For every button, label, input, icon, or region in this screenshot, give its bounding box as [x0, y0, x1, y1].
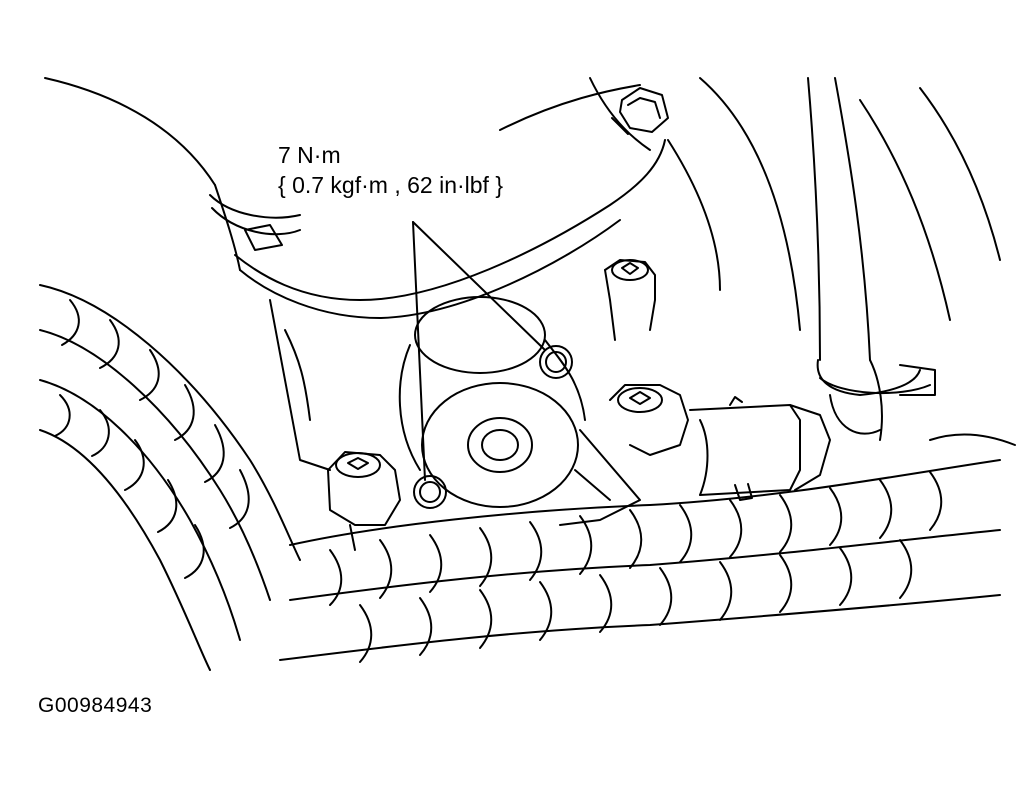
- mounting-post-upper: [605, 260, 655, 340]
- wire-harness: [40, 285, 300, 670]
- intake-hose: [45, 78, 300, 270]
- upper-bolt: [612, 88, 668, 134]
- throttle-body-housing: [235, 78, 665, 470]
- corrugated-hose: [280, 460, 1000, 662]
- bolt-boss-left: [328, 452, 400, 550]
- torque-value: 7 N·m: [278, 142, 341, 168]
- bolt-boss-right: [610, 385, 688, 455]
- vertical-hose-right: [808, 78, 935, 440]
- callout-leaders: [413, 222, 545, 480]
- coolant-connector: [690, 397, 830, 500]
- throttle-position-sensor: [400, 297, 640, 525]
- sensor-screw-upper: [540, 346, 572, 378]
- sensor-screw-lower: [414, 476, 446, 508]
- background-contours: [668, 78, 1015, 445]
- torque-callout: 7 N·m { 0.7 kgf·m , 62 in·lbf }: [278, 140, 503, 200]
- torque-conversion: { 0.7 kgf·m , 62 in·lbf }: [278, 172, 504, 198]
- figure-id: G00984943: [38, 694, 153, 717]
